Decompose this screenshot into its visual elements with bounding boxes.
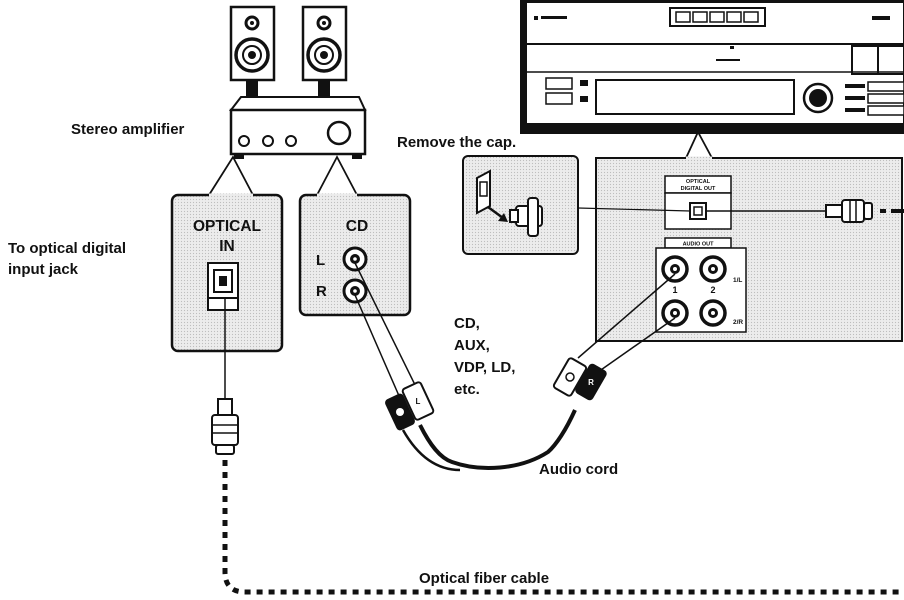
audio-cord-label: Audio cord (539, 461, 618, 478)
optical-plug-right-icon (706, 199, 904, 223)
jack-2-label: 2 (710, 285, 715, 295)
jack-1-label: 1 (672, 285, 677, 295)
optical-digital-out-label-1: OPTICAL (686, 179, 711, 185)
audio-out-jack-2r (699, 299, 727, 327)
left-channel-label: L (316, 252, 325, 269)
sources-label-2: AUX, (454, 337, 490, 354)
remove-cap-label: Remove the cap. (397, 134, 516, 151)
red-plug-label: R (588, 378, 594, 387)
red-rca-plug-cd-icon (385, 393, 415, 431)
optical-fiber-cable-label: Optical fiber cable (419, 570, 549, 587)
cd-label: CD (346, 218, 368, 235)
cd-left-jack-icon (342, 246, 368, 272)
optical-in-jack-icon (207, 262, 239, 311)
player-device-icon (520, 0, 904, 134)
stereo-amplifier-label: Stereo amplifier (71, 121, 185, 138)
sources-label-1: CD, (454, 315, 480, 332)
white-rca-plug-cd-icon: L (401, 381, 435, 421)
optical-jack-with-cap-icon (476, 169, 508, 222)
side-2r-label: 2/R (733, 319, 743, 326)
audio-out-jack-1r (661, 299, 689, 327)
red-rca-plug-player-icon: R (575, 363, 607, 401)
optical-digital-out-label-2: DIGITAL OUT (681, 186, 716, 192)
optical-in-label-2: IN (219, 238, 235, 255)
side-1l-label: 1/L (733, 277, 742, 284)
audio-out-jack-1l (661, 255, 689, 283)
right-channel-label: R (316, 283, 327, 300)
to-optical-digital-label-1: To optical digital (8, 240, 126, 257)
white-rca-plug-player-icon (552, 357, 588, 397)
right-speaker-icon (301, 5, 348, 98)
optical-plug-left-icon (211, 298, 239, 455)
stereo-amplifier-icon (228, 96, 367, 159)
audio-out-label: AUDIO OUT (683, 242, 715, 248)
optical-fiber-cable (222, 460, 904, 595)
to-optical-digital-label-2: input jack (8, 261, 79, 278)
optical-digital-out-jack-icon (689, 202, 707, 220)
audio-cord (354, 262, 676, 472)
left-speaker-icon (229, 5, 276, 98)
dust-cap-icon (509, 197, 543, 237)
sources-label-3: VDP, LD, (454, 359, 515, 376)
sources-label-4: etc. (454, 381, 480, 398)
audio-out-jack-2l (699, 255, 727, 283)
rear-panel-callout (595, 157, 903, 342)
cd-right-jack-icon (342, 278, 368, 304)
optical-in-label-1: OPTICAL (193, 218, 261, 235)
white-plug-label: L (416, 397, 421, 406)
